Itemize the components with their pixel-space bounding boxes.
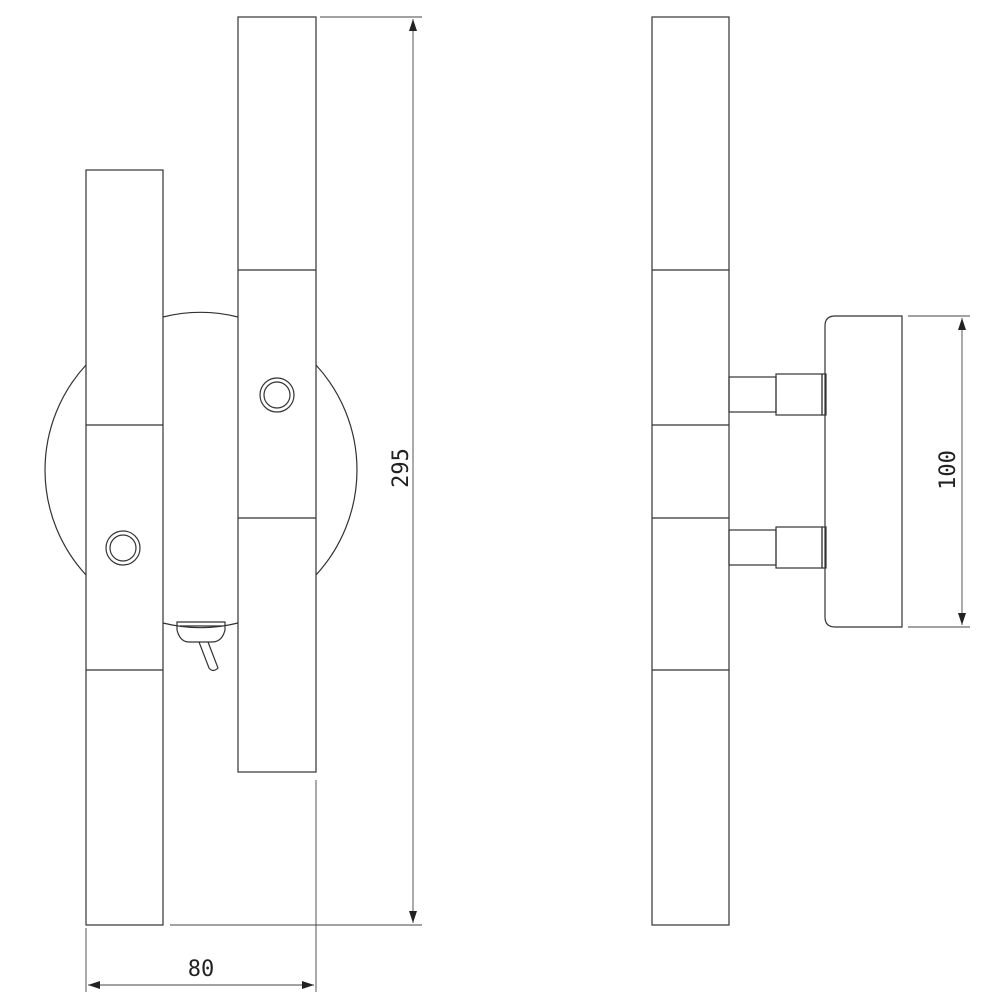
- front-view: [44, 16, 358, 926]
- base-height-dimension-label: 100: [936, 450, 961, 490]
- side-view: [651, 16, 903, 926]
- wall-plate-side: [824, 315, 903, 628]
- toggle-switch-icon: [176, 621, 226, 672]
- side-tube: [651, 16, 730, 926]
- left-tube: [85, 169, 164, 926]
- dimension-base-height: 100: [908, 315, 970, 628]
- width-dimension-label: 80: [188, 957, 215, 982]
- screw-icon: [259, 377, 295, 413]
- height-dimension-label: 295: [389, 448, 414, 488]
- right-tube: [237, 16, 317, 773]
- dimension-width: 80: [85, 780, 317, 992]
- screw-icon: [105, 530, 141, 566]
- connector-arm: [728, 373, 827, 416]
- dimension-height: 295: [170, 16, 422, 926]
- wall-plate-circle: [44, 311, 358, 629]
- connector-arm: [728, 526, 827, 569]
